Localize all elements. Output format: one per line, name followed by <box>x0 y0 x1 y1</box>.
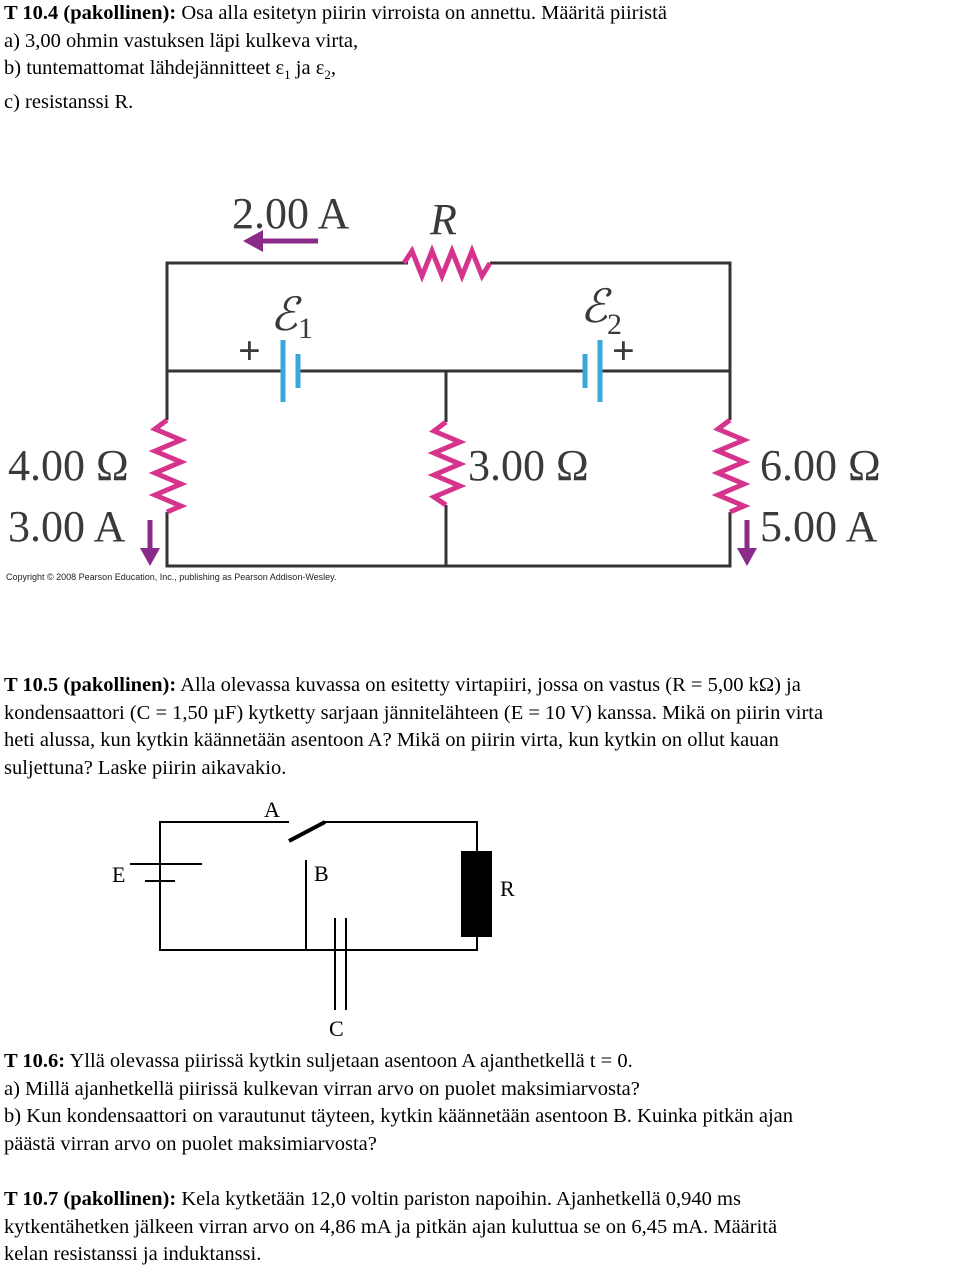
line-b-suffix: , <box>330 57 336 79</box>
problem-10-4-line-b: b) tuntemattomat lähdejännitteet ε1 ja ε… <box>4 55 667 89</box>
problem-10-5: T 10.5 (pakollinen): Alla olevassa kuvas… <box>4 672 823 782</box>
figure1-arrows <box>140 230 757 566</box>
problem-10-6-line-c: päästä virran arvo on puolet maksimiarvo… <box>4 1132 377 1155</box>
figure1-batteries <box>280 340 603 402</box>
problem-10-6: T 10.6: Yllä olevassa piirissä kytkin su… <box>4 1048 793 1158</box>
line-b-sub2: 2 <box>324 67 331 83</box>
line-b-prefix: b) tuntemattomat lähdejännitteet ε <box>4 57 285 79</box>
problem-10-6-line-a: a) Millä ajanhetkellä piirissä kulkevan … <box>4 1077 640 1100</box>
figure1-wires <box>165 261 732 568</box>
problem-10-4-line-a: a) 3,00 ohmin vastuksen läpi kulkeva vir… <box>4 29 359 52</box>
problem-10-7-line-3: kelan resistanssi ja induktanssi. <box>4 1243 262 1265</box>
problem-10-4-label: T 10.4 (pakollinen): <box>4 2 177 24</box>
problem-10-4: T 10.4 (pakollinen): Osa alla esitetyn p… <box>4 0 667 116</box>
arrow-right-down-icon <box>737 548 757 566</box>
label-switch-B: B <box>314 861 329 886</box>
problem-10-7-line-2: kytkentähetken jälkeen virran arvo on 4,… <box>4 1215 778 1238</box>
resistor-R-block <box>461 851 492 937</box>
problem-10-5-line-1: T 10.5 (pakollinen): Alla olevassa kuvas… <box>4 672 823 700</box>
problem-10-5-line-4: suljettuna? Laske piirin aikavakio. <box>4 756 287 779</box>
label-plus-1: + <box>238 328 261 373</box>
problem-10-4-line-1: T 10.4 (pakollinen): Osa alla esitetyn p… <box>4 0 667 28</box>
problem-10-5-intro: Alla olevassa kuvassa on esitetty virtap… <box>176 674 801 696</box>
line-b-mid: ja ε <box>290 57 325 79</box>
label-left-resistance: 4.00 Ω <box>8 441 129 490</box>
problem-10-4-intro: Osa alla esitetyn piirin virroista on an… <box>176 2 667 24</box>
figure1-copyright: Copyright © 2008 Pearson Education, Inc.… <box>6 572 337 582</box>
label-capacitor-C: C <box>329 1016 344 1041</box>
label-top-current: 2.00 A <box>232 189 350 238</box>
figure1-resistors <box>148 244 751 515</box>
label-left-current: 3.00 A <box>8 502 126 551</box>
resistor-R <box>401 244 493 283</box>
label-R: R <box>429 195 457 244</box>
resistor-4-ohm <box>148 418 188 515</box>
arrow-left-down-icon <box>140 548 160 566</box>
label-emf1: ℰ <box>270 289 302 340</box>
figure2-labels: A B E R C <box>112 797 515 1041</box>
problem-10-7-intro: Kela kytketään 12,0 voltin pariston napo… <box>176 1188 741 1210</box>
label-emf2: ℰ <box>580 281 612 332</box>
resistor-3-ohm <box>427 420 467 508</box>
label-resistor-R: R <box>500 876 515 901</box>
label-right-resistance: 6.00 Ω <box>760 441 881 490</box>
label-emf2-sub: 2 <box>607 308 622 341</box>
problem-10-7-label: T 10.7 (pakollinen): <box>4 1188 177 1210</box>
problem-10-7-line-1: T 10.7 (pakollinen): Kela kytketään 12,0… <box>4 1186 777 1214</box>
resistor-6-ohm <box>711 418 751 515</box>
problem-10-5-line-3: heti alussa, kun kytkin käännetään asent… <box>4 729 779 751</box>
problem-10-6-intro: Yllä olevassa piirissä kytkin suljetaan … <box>65 1050 633 1072</box>
problem-10-6-label: T 10.6: <box>4 1050 66 1072</box>
label-middle-resistance: 3.00 Ω <box>468 441 589 490</box>
arrow-top-left-icon <box>243 230 263 252</box>
label-source-E: E <box>112 862 125 887</box>
problem-10-6-line-1: T 10.6: Yllä olevassa piirissä kytkin su… <box>4 1048 793 1076</box>
label-emf1-sub: 1 <box>298 312 313 345</box>
figure1-labels: 2.00 A R ℰ 1 ℰ 2 + + 4.00 Ω 3.00 A 3.00 … <box>6 189 881 582</box>
label-plus-2: + <box>612 328 635 373</box>
label-right-current: 5.00 A <box>760 502 878 551</box>
line-b-sub1: 1 <box>284 67 291 83</box>
label-switch-A: A <box>264 797 280 822</box>
problem-10-6-line-b: b) Kun kondensaattori on varautunut täyt… <box>4 1105 794 1127</box>
problem-10-4-line-c: c) resistanssi R. <box>4 90 134 113</box>
circuit-figure-1: 2.00 A R ℰ 1 ℰ 2 + + 4.00 Ω 3.00 A 3.00 … <box>6 189 881 582</box>
problem-10-5-label: T 10.5 (pakollinen): <box>4 674 177 696</box>
problem-10-5-line-2: kondensaattori (C = 1,50 µF) kytketty sa… <box>4 701 824 724</box>
switch-blade <box>288 820 326 843</box>
figure2-wires <box>130 821 478 1010</box>
problem-10-7: T 10.7 (pakollinen): Kela kytketään 12,0… <box>4 1186 777 1269</box>
